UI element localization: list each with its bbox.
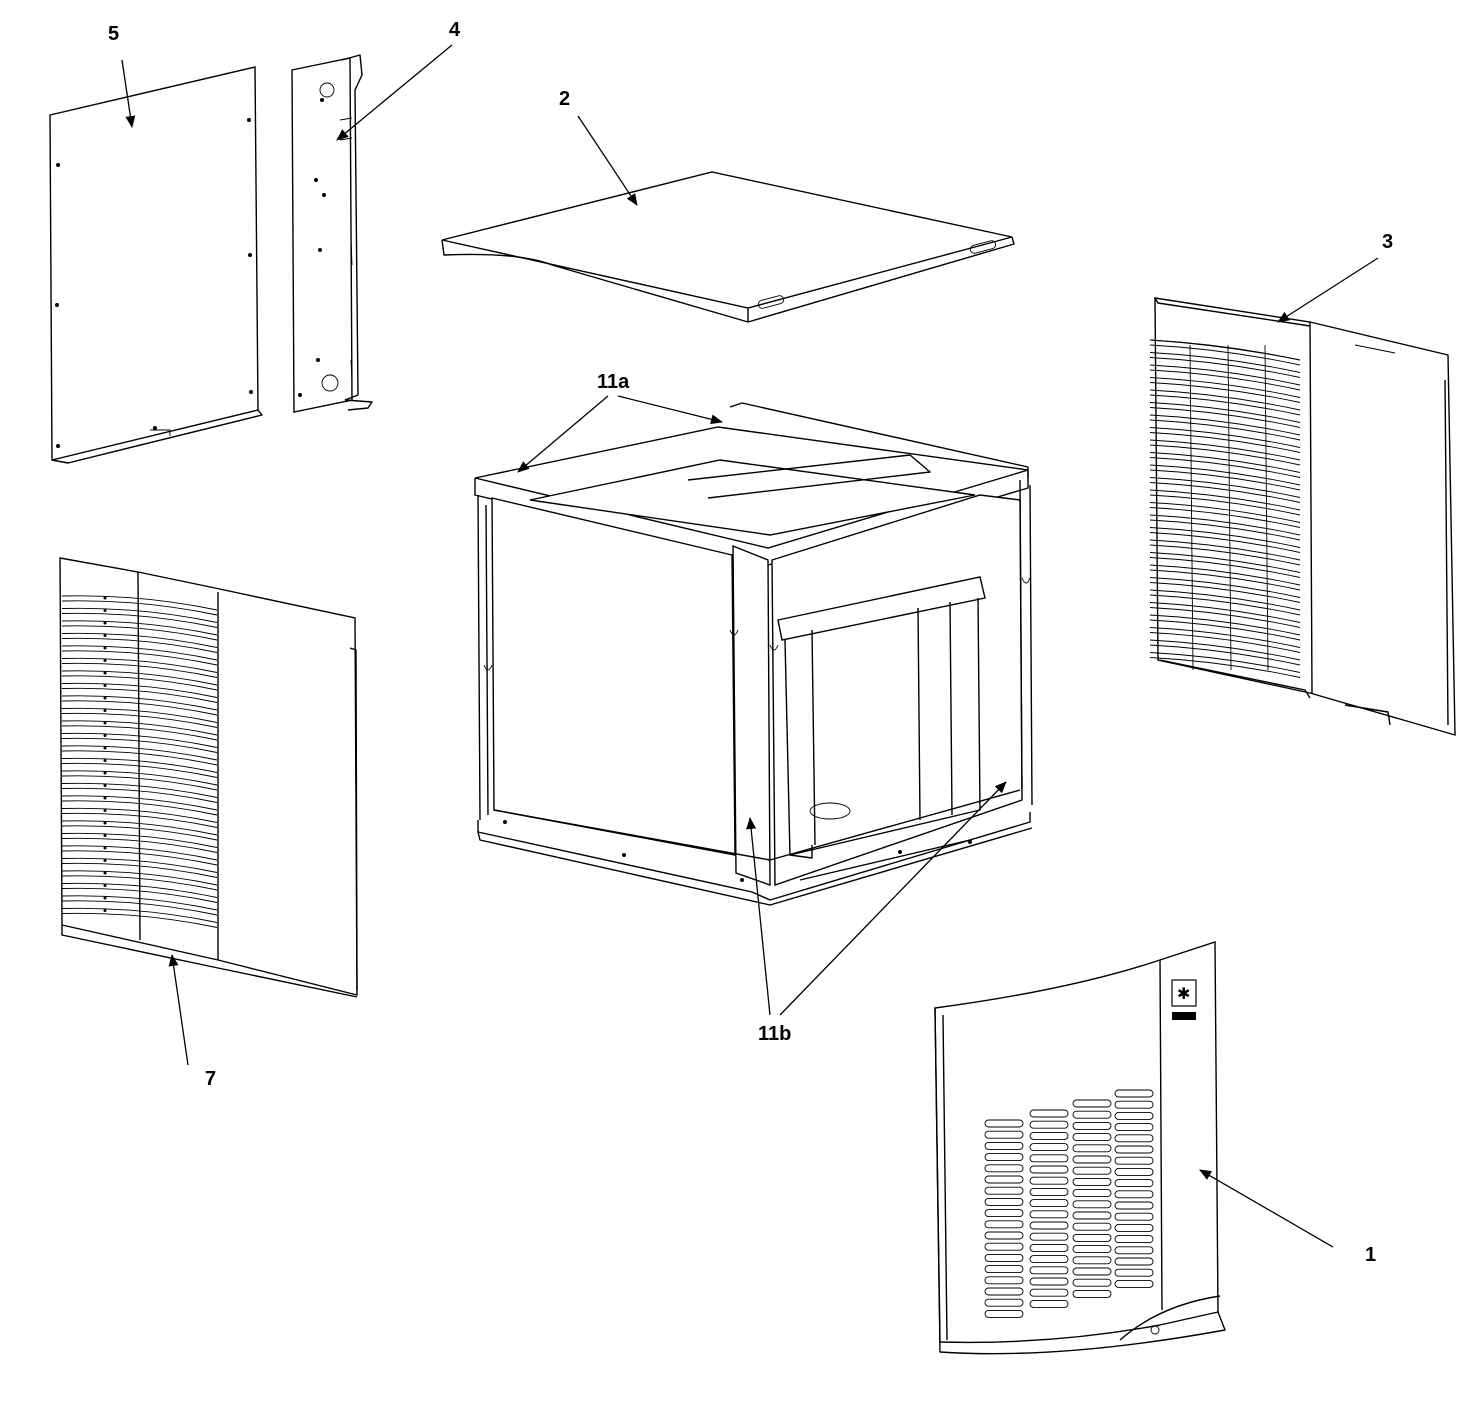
front-panel: ✱ (934, 941, 1226, 1355)
callout-3: 3 (1382, 231, 1394, 253)
callout-7: 7 (205, 1068, 217, 1090)
top-panel (441, 171, 1015, 323)
callout-4: 4 (449, 19, 461, 41)
right-side-panel (1149, 297, 1456, 736)
callout-11b: 11b (758, 1023, 792, 1045)
callout-11a: 11a (597, 371, 630, 393)
callout-5: 5 (108, 23, 120, 45)
back-panel (49, 66, 263, 464)
leader-lines (121, 44, 1379, 1248)
callout-2: 2 (559, 88, 571, 110)
svg-text:✱: ✱ (1177, 984, 1190, 1003)
cabinet-frame (474, 402, 1033, 906)
callout-1: 1 (1365, 1244, 1377, 1266)
left-side-panel (59, 557, 358, 998)
mounting-bracket (291, 54, 373, 413)
